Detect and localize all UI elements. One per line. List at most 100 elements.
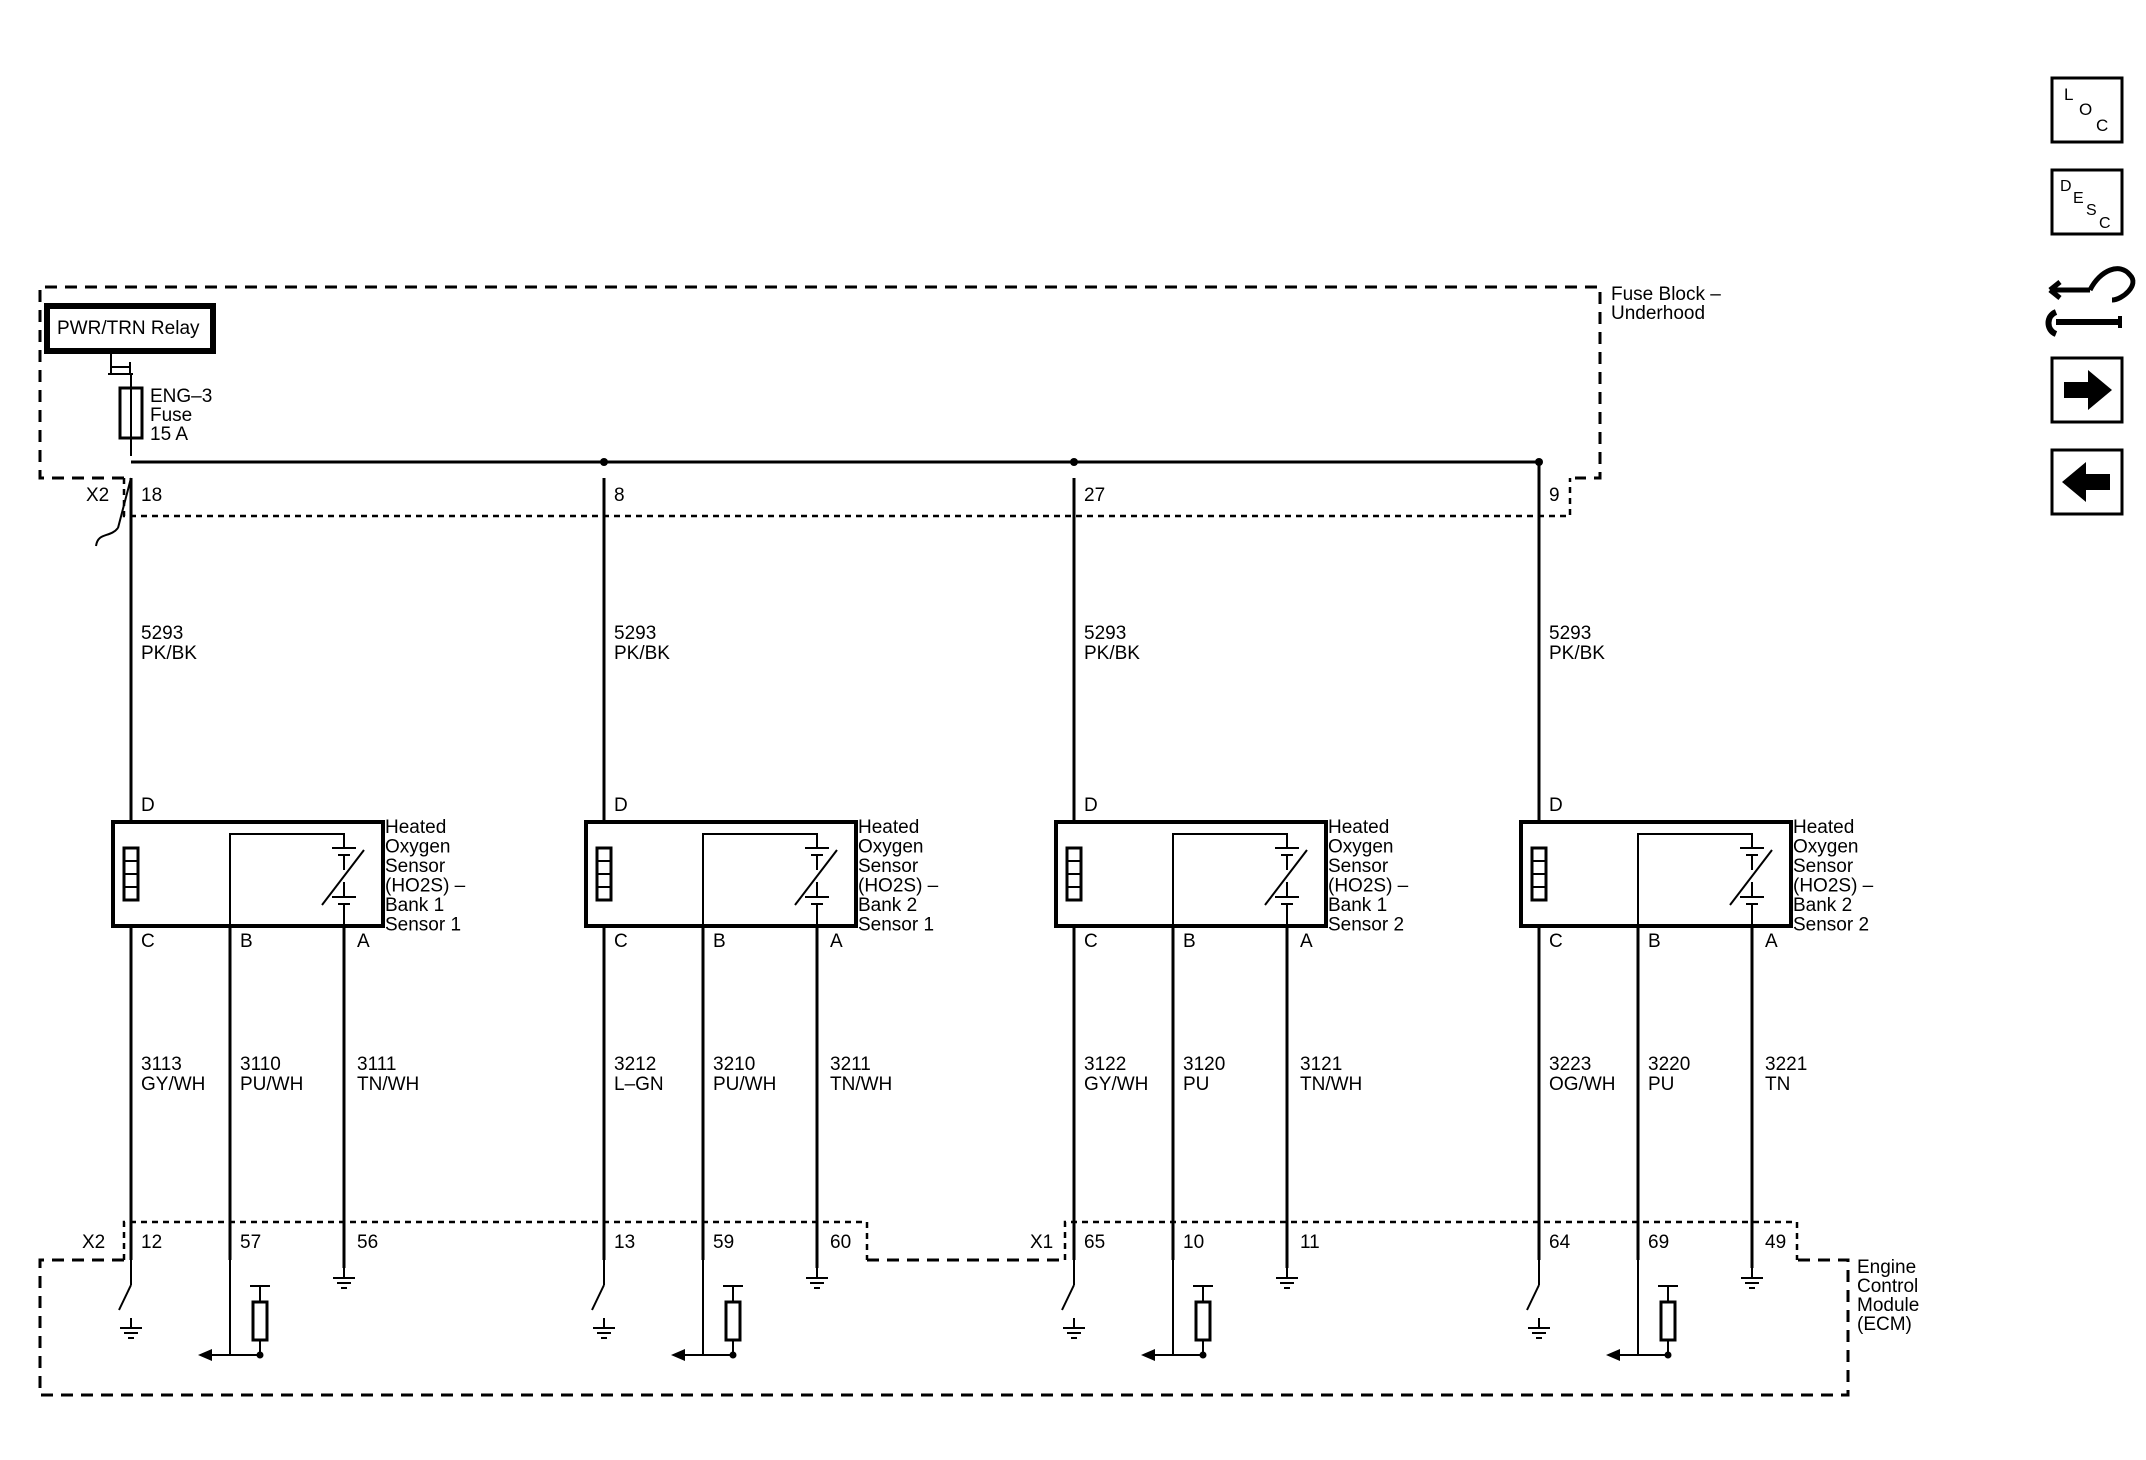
signal-arrow-icon — [1141, 1349, 1155, 1361]
arrow-right-icon — [2064, 370, 2112, 410]
circuit-label: 3122 — [1084, 1054, 1126, 1075]
supply-circuit-label: 5293 — [1549, 623, 1591, 644]
fuse-block: Fuse Block – Underhood PWR/TRN Relay ENG… — [38, 284, 1721, 547]
sensor-name: Heated — [858, 817, 919, 838]
oxygen-cell-icon — [321, 847, 365, 926]
sensor-box — [584, 820, 858, 928]
fuse-connector-label: X2 — [86, 485, 109, 506]
fuse-label: Fuse — [150, 405, 192, 426]
heater-coil — [1067, 860, 1081, 888]
pin-label: C — [614, 931, 628, 952]
wire-color-label: TN/WH — [830, 1074, 892, 1095]
supply-color-label: PK/BK — [1549, 643, 1605, 664]
sensor-name: (HO2S) – — [1793, 876, 1874, 897]
circuit-label: 3110 — [240, 1054, 281, 1075]
circuit-label: 3111 — [357, 1054, 396, 1075]
heater-coil — [597, 860, 611, 888]
supply-color-label: PK/BK — [614, 643, 670, 664]
svg-text:C: C — [2099, 215, 2111, 232]
ground-icon — [1063, 1318, 1085, 1339]
sensor-name: Heated — [1328, 817, 1389, 838]
ground-icon — [120, 1318, 142, 1339]
sensor-name: Sensor — [385, 856, 446, 877]
pin-label: B — [240, 931, 253, 952]
ecm-pin-label: 56 — [357, 1232, 378, 1253]
relay-box — [44, 303, 216, 354]
diagnostics-button[interactable] — [2045, 266, 2136, 337]
sensor-name: Bank 1 — [1328, 895, 1387, 916]
sensor-name: (HO2S) – — [385, 876, 466, 897]
ecm-pin-label: 64 — [1549, 1232, 1571, 1253]
signal-arrow-icon — [1606, 1349, 1620, 1361]
ecm-connector-label: X2 — [82, 1232, 105, 1253]
reference-voltage-icon — [723, 1285, 743, 1302]
fuse-block-label: Fuse Block – — [1611, 284, 1721, 305]
signal-arrow-icon — [671, 1349, 685, 1361]
svg-text:D: D — [2060, 178, 2072, 195]
desc-button[interactable]: D E S C — [2050, 168, 2124, 236]
sensor-signal-path — [1172, 833, 1288, 926]
ecm-pin-label: 10 — [1183, 1232, 1204, 1253]
splice-dot — [1070, 458, 1078, 466]
sensor-signal-path — [702, 833, 818, 926]
connector-wrench-icon — [2045, 266, 2136, 337]
arrow-left-icon — [2062, 462, 2110, 502]
sensor-name: Oxygen — [858, 837, 923, 858]
ecm-pin-label: 59 — [713, 1232, 734, 1253]
sensor-name: Sensor 2 — [1793, 915, 1869, 936]
ground-icon — [333, 1268, 355, 1289]
circuit-label: 3223 — [1549, 1054, 1591, 1075]
svg-text:L: L — [2064, 85, 2073, 104]
fuse-pin-label: 27 — [1084, 485, 1105, 506]
next-button[interactable] — [2050, 356, 2124, 424]
svg-text:S: S — [2086, 202, 2097, 219]
ground-icon — [1276, 1268, 1298, 1289]
ecm-pin-label: 49 — [1765, 1232, 1786, 1253]
reference-voltage-icon — [1658, 1285, 1678, 1302]
circuit-label: 3113 — [141, 1054, 182, 1075]
prev-button[interactable] — [2050, 448, 2124, 516]
reference-voltage-icon — [1193, 1285, 1213, 1302]
ecm-pin-label: 60 — [830, 1232, 851, 1253]
sensor-name: Bank 2 — [1793, 895, 1852, 916]
resistor-icon — [1659, 1300, 1677, 1342]
pin-label: C — [141, 931, 155, 952]
pin-label: B — [1648, 931, 1661, 952]
relay-label: PWR/TRN Relay — [57, 318, 200, 339]
wire-color-label: GY/WH — [1084, 1074, 1148, 1095]
sensor-name: Sensor — [1793, 856, 1854, 877]
circuit-label: 3121 — [1300, 1054, 1342, 1075]
oxygen-cell-icon — [794, 847, 838, 926]
ecm-label: Control — [1857, 1276, 1918, 1297]
ecm-connector-strip-left — [122, 1220, 869, 1260]
loc-button[interactable]: L O C — [2050, 76, 2124, 144]
wire-color-label: PU — [1648, 1074, 1674, 1095]
pin-label: A — [1300, 931, 1313, 952]
wire-color-label: TN/WH — [1300, 1074, 1362, 1095]
oxygen-cell-icon — [1729, 847, 1773, 926]
sensor-name: Sensor 2 — [1328, 915, 1404, 936]
svg-text:E: E — [2073, 190, 2084, 207]
pin-label: A — [1765, 931, 1778, 952]
ecm-label: (ECM) — [1857, 1314, 1912, 1335]
sensor-box — [1519, 820, 1793, 928]
resistor-icon — [1194, 1300, 1212, 1342]
fuse-label: 15 A — [150, 424, 188, 445]
wire-color-label: TN/WH — [357, 1074, 419, 1095]
ecm-bias-line — [230, 1340, 261, 1356]
fuse-pin-label: 18 — [141, 485, 162, 506]
sensor-name: (HO2S) – — [1328, 876, 1409, 897]
ecm-pin-label: 12 — [141, 1232, 162, 1253]
ecm-bias-line — [1638, 1340, 1669, 1356]
supply-circuit-label: 5293 — [1084, 623, 1126, 644]
ecm-pin-label: 69 — [1648, 1232, 1669, 1253]
ecm-pin-label: 57 — [240, 1232, 261, 1253]
circuit-label: 3120 — [1183, 1054, 1225, 1075]
ecm-pin-label: 13 — [614, 1232, 635, 1253]
